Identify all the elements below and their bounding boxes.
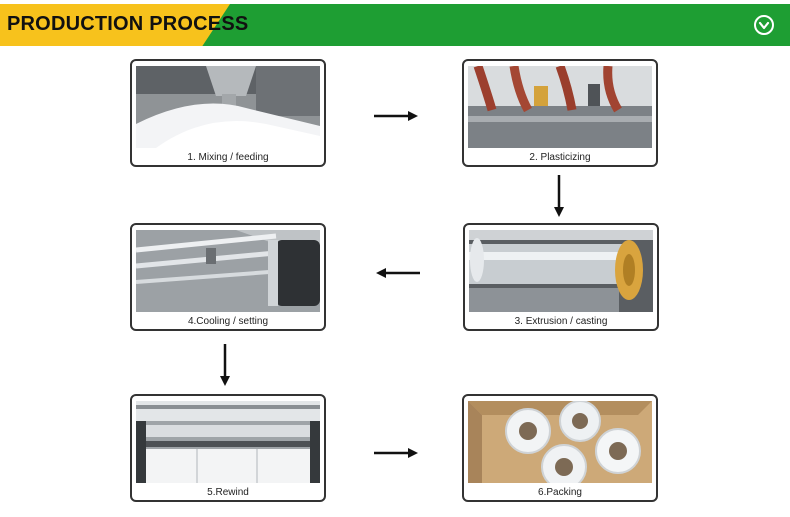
step-card-rewind: 5.Rewind xyxy=(130,394,326,502)
plasticizing-photo xyxy=(468,66,652,148)
page-title: PRODUCTION PROCESS xyxy=(7,13,249,35)
arrow-down-icon xyxy=(554,175,564,217)
step-caption: 3. Extrusion / casting xyxy=(514,316,608,327)
step-caption: 5.Rewind xyxy=(207,487,249,498)
step-caption: 6.Packing xyxy=(538,487,582,498)
arrow-down-icon xyxy=(220,344,230,386)
arrow-left-icon xyxy=(376,268,420,278)
extrusion-photo xyxy=(469,230,653,312)
rewind-photo xyxy=(136,401,320,483)
chevron-down-circle-icon[interactable] xyxy=(754,15,774,35)
step-caption: 4.Cooling / setting xyxy=(187,316,269,327)
step-card-mixing: 1. Mixing / feeding xyxy=(130,59,326,167)
cooling-photo xyxy=(136,230,320,312)
step-card-packing: 6.Packing xyxy=(462,394,658,502)
step-caption: 1. Mixing / feeding xyxy=(187,152,269,163)
packing-photo xyxy=(468,401,652,483)
header-bar: PRODUCTION PROCESS xyxy=(0,4,790,46)
step-card-plasticizing: 2. Plasticizing xyxy=(462,59,658,167)
step-card-extrusion: 3. Extrusion / casting xyxy=(463,223,659,331)
step-card-cooling: 4.Cooling / setting xyxy=(130,223,326,331)
mixing-photo xyxy=(136,66,320,148)
title-banner xyxy=(0,4,230,46)
arrow-right-icon xyxy=(374,448,418,458)
step-caption: 2. Plasticizing xyxy=(529,152,591,163)
arrow-right-icon xyxy=(374,111,418,121)
